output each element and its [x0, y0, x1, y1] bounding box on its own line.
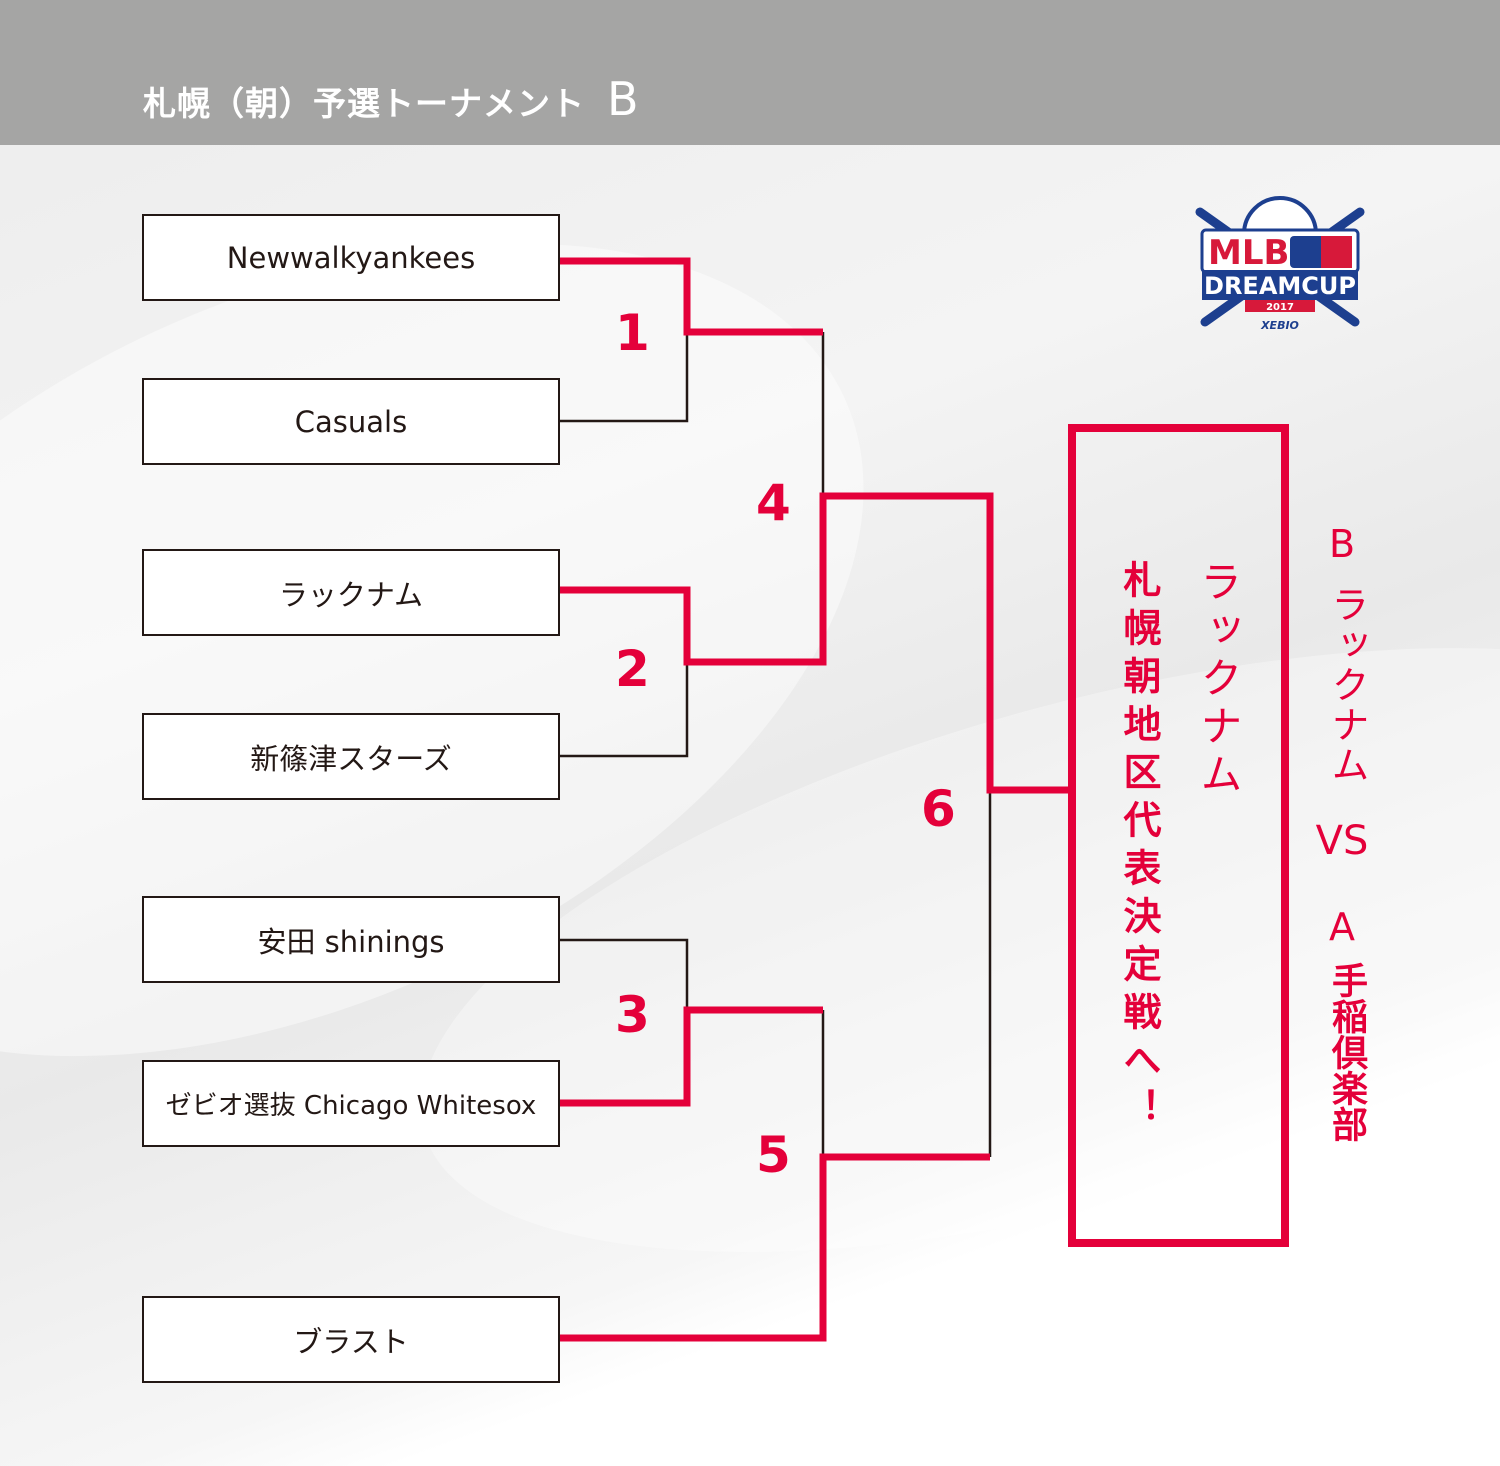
match-number: 6: [921, 780, 956, 838]
team-box: 安田 shinings: [142, 896, 560, 983]
winner-message: 札幌朝地区代表決定戦へ！: [1117, 560, 1161, 1136]
bracket-line: [560, 938, 689, 1010]
group-label: B: [607, 72, 640, 126]
match-number: 5: [756, 1126, 791, 1184]
svg-text:MLB: MLB: [1208, 233, 1289, 273]
match-number: 1: [615, 304, 650, 362]
svg-text:DREAMCUP: DREAMCUP: [1204, 272, 1356, 300]
playoff-team-a: 手稲倶楽部: [1326, 962, 1367, 1142]
final-winner-box: [1068, 424, 1289, 1247]
svg-text:2017: 2017: [1266, 302, 1294, 313]
winner-line: [560, 1006, 823, 1107]
playoff-group-a: A: [1329, 905, 1355, 949]
svg-text:XEBIO: XEBIO: [1260, 319, 1299, 332]
team-box: 新篠津スターズ: [142, 713, 560, 800]
winner-line: [560, 1153, 990, 1342]
match-number: 4: [756, 474, 791, 532]
team-box: ゼビオ選抜 Chicago Whitesox: [142, 1060, 560, 1147]
bracket-line: [560, 662, 689, 758]
team-box: Newwalkyankees: [142, 214, 560, 301]
title-text: 札幌（朝）予選トーナメント: [143, 84, 585, 123]
team-box: Casuals: [142, 378, 560, 465]
playoff-group-b: B: [1328, 522, 1356, 566]
match-number: 3: [615, 986, 650, 1044]
winner-name: ラックナム: [1194, 560, 1243, 800]
team-box: ブラスト: [142, 1296, 560, 1383]
playoff-vs: VS: [1315, 818, 1369, 864]
bracket-line: [560, 332, 689, 423]
playoff-team-b: ラックナム: [1325, 585, 1369, 785]
winner-line: [560, 257, 823, 336]
mlb-dreamcup-logo: MLB DREAMCUP 2017 XEBIO: [1195, 196, 1365, 332]
team-box: ラックナム: [142, 549, 560, 636]
winner-line: [560, 492, 1068, 794]
page-title: 札幌（朝）予選トーナメント B: [143, 72, 640, 126]
match-number: 2: [615, 640, 650, 698]
header-bar: 札幌（朝）予選トーナメント B: [0, 0, 1500, 145]
